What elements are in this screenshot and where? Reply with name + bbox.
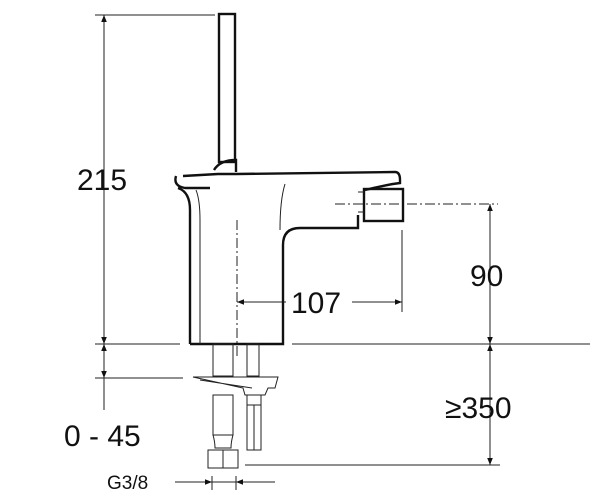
thread-label: G3/8: [107, 473, 148, 494]
spout-nozzle: [362, 187, 405, 223]
faucet: [174, 12, 405, 469]
dim-350-label: ≥350: [445, 392, 512, 425]
dim-0-45-label: 0 - 45: [64, 420, 141, 453]
dim-107-label: 107: [291, 287, 341, 320]
extension-lines: [95, 14, 590, 490]
mounting-bracket: [192, 376, 279, 396]
dim-90-label: 90: [470, 260, 503, 293]
lift-rod: [217, 12, 237, 164]
dim-215-label: 215: [77, 164, 127, 197]
lever: [174, 170, 402, 192]
body: [177, 186, 360, 346]
